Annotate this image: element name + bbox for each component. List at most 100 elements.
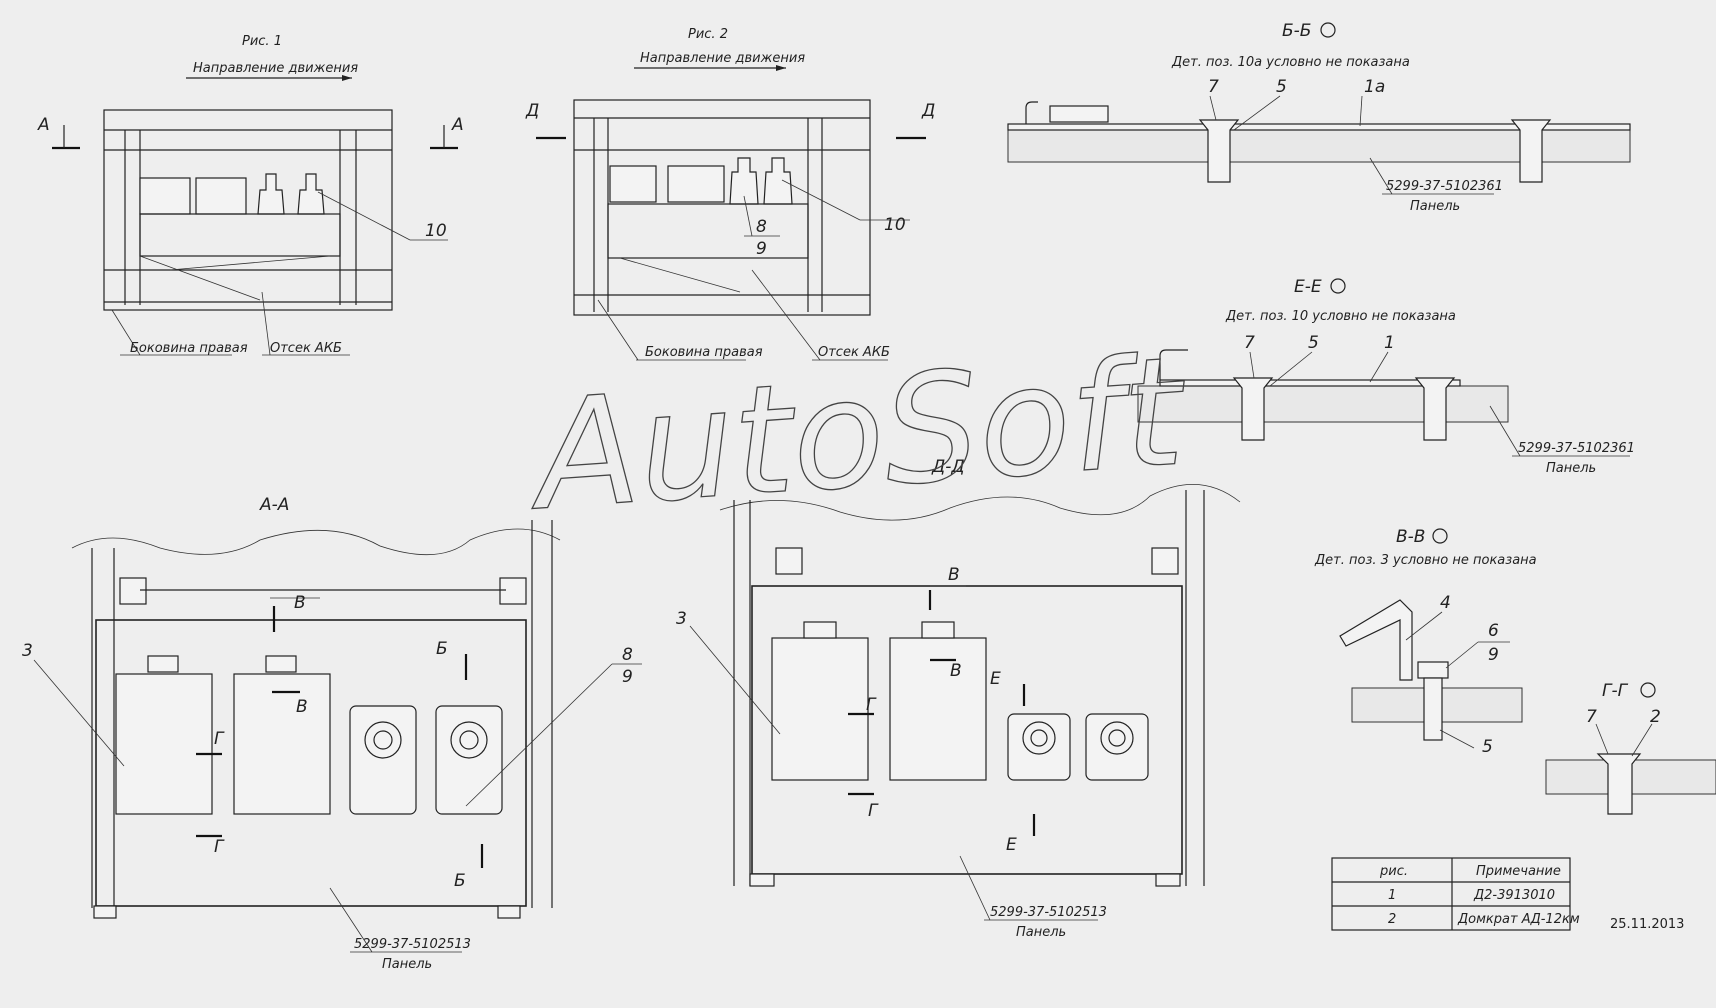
section-dd-mark-v2: В bbox=[950, 661, 962, 681]
section-dd-box-2-clamp bbox=[921, 621, 955, 639]
section-dd-jack-1-head-inner bbox=[1030, 729, 1048, 747]
section-aa-mark-g1: Г bbox=[214, 729, 225, 749]
section-gg-leader-2 bbox=[1631, 723, 1653, 757]
section-bb-rivet-1 bbox=[1198, 119, 1240, 183]
section-dd-foot-left bbox=[749, 873, 775, 887]
table-header-note: Примечание bbox=[1476, 864, 1561, 879]
section-vv-callout-4: 4 bbox=[1440, 593, 1451, 613]
fig1-left-label: Боковина правая bbox=[130, 341, 248, 356]
fig2-battery-compartment bbox=[607, 203, 809, 259]
fig2-section-mark-left: Д bbox=[525, 101, 539, 121]
section-aa-leader-3 bbox=[33, 659, 125, 767]
section-dd-leader-part bbox=[959, 855, 991, 921]
section-vv-rotation-icon bbox=[1432, 528, 1448, 544]
fig2-leader-8 bbox=[743, 195, 753, 237]
section-vv-callout-5: 5 bbox=[1482, 737, 1493, 757]
fig2-jack-1 bbox=[729, 157, 759, 205]
fig1-callout-10: 10 bbox=[425, 221, 447, 241]
table-border bbox=[1331, 857, 1571, 931]
fig2-callout-8: 8 bbox=[756, 217, 767, 237]
section-ee-rotation-icon bbox=[1330, 278, 1346, 294]
section-bb-rivet-2 bbox=[1510, 119, 1552, 183]
section-dd-box-1 bbox=[771, 637, 869, 781]
section-aa: А-А 3 8 9 В bbox=[22, 495, 642, 972]
section-aa-mark-v2: В bbox=[296, 697, 308, 717]
section-ee-callout-1: 1 bbox=[1384, 333, 1395, 353]
table-header-fig: рис. bbox=[1379, 864, 1408, 879]
section-aa-corner-left bbox=[119, 577, 147, 605]
section-vv-bracket bbox=[1339, 599, 1413, 681]
section-aa-box-1 bbox=[115, 673, 213, 815]
section-bb-leader-1a bbox=[1359, 95, 1363, 127]
section-dd-mark-v1: В bbox=[948, 565, 960, 585]
section-bb-title: Б-Б bbox=[1282, 21, 1311, 41]
fig1-section-mark-right: А bbox=[451, 115, 464, 135]
fig1-leader-right bbox=[261, 291, 271, 356]
section-aa-part-number: 5299-37-5102513 bbox=[354, 937, 471, 952]
section-ee-sheet bbox=[1159, 379, 1461, 387]
fig1-brace-1 bbox=[139, 255, 261, 301]
fig2-jack-2 bbox=[763, 157, 793, 205]
section-dd-mark-g1: Г bbox=[866, 695, 877, 715]
fig2-callout-9: 9 bbox=[756, 239, 767, 259]
table-row-1-fig: 1 bbox=[1388, 888, 1396, 903]
section-dd-box-2 bbox=[889, 637, 987, 781]
section-dd-mark-g2: Г bbox=[868, 801, 879, 821]
section-vv-title: В-В bbox=[1396, 527, 1425, 547]
fig1-right-label: Отсек АКБ bbox=[270, 341, 342, 356]
notes-table: рис. Примечание 1 Д2-3913010 2 Домкрат А… bbox=[1331, 857, 1580, 931]
figure-2: Рис. 2 Направление движения Д Д 10 8 9 Б… bbox=[525, 27, 935, 361]
section-dd-callout-3: 3 bbox=[676, 609, 687, 629]
section-gg-rotation-icon bbox=[1640, 682, 1656, 698]
section-ee-callout-7: 7 bbox=[1244, 333, 1255, 353]
section-dd-corner-left bbox=[775, 547, 803, 575]
fig2-direction-label: Направление движения bbox=[640, 51, 805, 66]
section-bb-callout-5: 5 bbox=[1276, 77, 1287, 97]
section-aa-mark-v1: В bbox=[294, 593, 306, 613]
watermark: AutoSoft bbox=[522, 325, 1193, 545]
section-aa-jack-2-head bbox=[450, 721, 488, 759]
section-aa-jack-2-head-inner bbox=[459, 730, 479, 750]
section-dd-jack-2-head-inner bbox=[1108, 729, 1126, 747]
fig1-battery-2 bbox=[195, 177, 247, 215]
section-aa-panel bbox=[95, 619, 527, 907]
section-dd-part-name: Панель bbox=[1016, 925, 1066, 940]
section-aa-part-name: Панель bbox=[382, 957, 432, 972]
section-dd-jack-mount-2 bbox=[1085, 713, 1149, 781]
fig2-battery-1 bbox=[609, 165, 657, 203]
section-ee-rivet-2 bbox=[1414, 377, 1456, 441]
section-aa-mark-b2: Б bbox=[454, 871, 466, 891]
section-aa-title: А-А bbox=[259, 495, 289, 515]
section-bb-callout-1a: 1а bbox=[1364, 77, 1385, 97]
section-ee-note: Дет. поз. 10 условно не показана bbox=[1225, 309, 1456, 324]
fig2-brace bbox=[619, 257, 741, 293]
section-bb: Б-Б Дет. поз. 10а условно не показана 7 … bbox=[1007, 21, 1631, 214]
section-dd: Д-Д 3 В В Г Г Е Е bbox=[676, 457, 1241, 940]
section-bb-sheet bbox=[1007, 123, 1631, 131]
fig2-frame bbox=[573, 99, 871, 316]
section-aa-mark-b1: Б bbox=[436, 639, 448, 659]
section-bb-callout-7: 7 bbox=[1208, 77, 1219, 97]
section-dd-jack-2-head bbox=[1100, 721, 1134, 755]
section-bb-leader-5 bbox=[1233, 95, 1281, 131]
section-aa-jack-1-head bbox=[364, 721, 402, 759]
section-dd-mark-e2: Е bbox=[1006, 835, 1017, 855]
section-gg-rivet bbox=[1596, 753, 1642, 815]
section-aa-break-top bbox=[71, 528, 561, 556]
fig2-title: Рис. 2 bbox=[688, 27, 728, 42]
section-ee-leader-1 bbox=[1369, 351, 1389, 383]
section-bb-note: Дет. поз. 10а условно не показана bbox=[1171, 55, 1410, 70]
fig2-section-mark-right: Д bbox=[921, 101, 935, 121]
section-ee-hook bbox=[1159, 349, 1188, 380]
table-row-2-fig: 2 bbox=[1388, 912, 1396, 927]
section-aa-callout-3: 3 bbox=[22, 641, 33, 661]
table-row-1-note: Д2-3913010 bbox=[1473, 888, 1555, 903]
fig2-leader-10 bbox=[781, 179, 861, 221]
table-row-2-note: Домкрат АД-12км bbox=[1457, 912, 1580, 927]
section-vv-callout-9: 9 bbox=[1488, 645, 1499, 665]
fig1-jack-2 bbox=[297, 173, 325, 215]
section-bb-part-name: Панель bbox=[1410, 199, 1460, 214]
section-dd-box-1-clamp bbox=[803, 621, 837, 639]
